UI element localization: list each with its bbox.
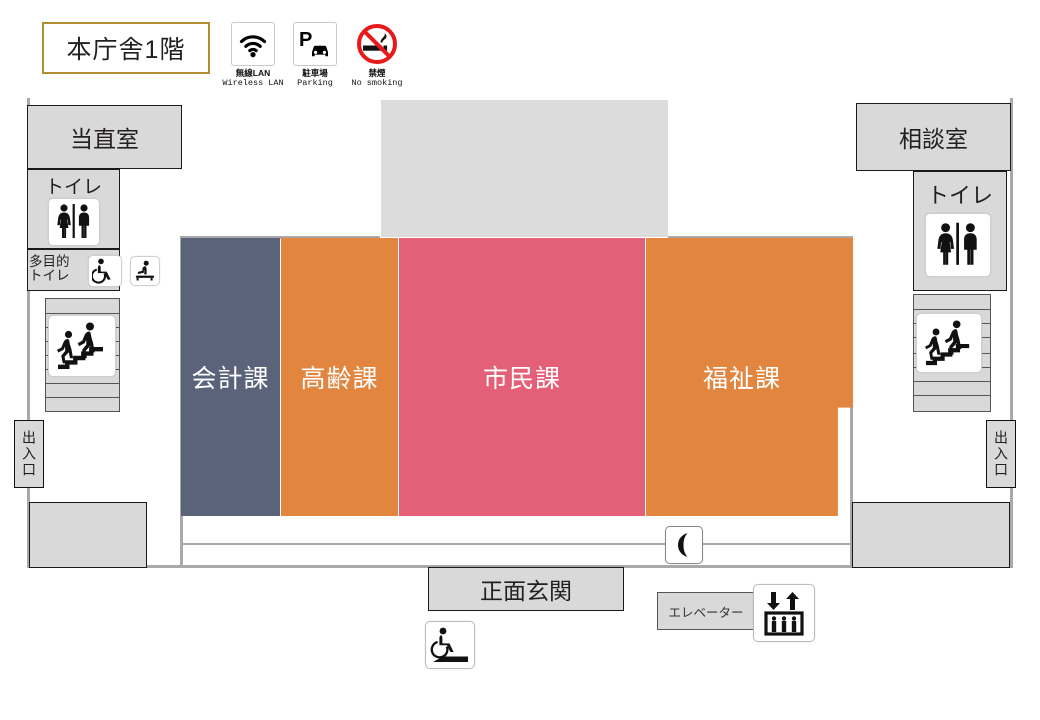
page-title-text: 本庁舎1階 xyxy=(66,36,186,64)
stairs-icon xyxy=(48,315,116,377)
dept-elderly-label: 高齢課 xyxy=(300,365,379,393)
stairs-icon xyxy=(916,313,982,373)
restroom-icon xyxy=(48,198,100,246)
parking-icon: P xyxy=(293,22,337,66)
multipurpose-toilet-label-wrap: 多目的 トイレ xyxy=(29,254,77,284)
svg-text:P: P xyxy=(299,29,312,51)
wheelchair-ramp-icon xyxy=(425,621,475,669)
exit-right-label: 出入口 xyxy=(993,430,1009,478)
wall-corridor-top-left xyxy=(180,236,380,239)
elevator-icon xyxy=(753,584,815,642)
wall-inner-bottom xyxy=(180,543,853,545)
dept-welfare-label-wrap: 福祉課 xyxy=(646,238,838,516)
dept-welfare-label: 福祉課 xyxy=(702,365,781,393)
baby-changing-icon xyxy=(130,256,160,286)
dept-elderly[interactable]: 高齢課 xyxy=(281,238,398,516)
restroom-icon xyxy=(925,213,991,277)
legend-label-jp: 禁煙 xyxy=(368,68,386,78)
dept-citizens-label: 市民課 xyxy=(482,365,561,393)
telephone-icon xyxy=(665,526,703,564)
main-entrance[interactable]: 正面玄関 xyxy=(428,567,624,611)
wifi-icon xyxy=(231,22,275,66)
toilet-right-label: トイレ xyxy=(926,183,993,208)
wheelchair-icon xyxy=(88,255,122,287)
dept-accounting-label: 会計課 xyxy=(191,365,270,393)
corner-block-left xyxy=(29,502,147,568)
legend-item-parking: P 駐車場 Parking xyxy=(283,22,347,89)
corner-block-right xyxy=(852,502,1010,568)
toilet-left-label: トイレ xyxy=(44,177,102,198)
legend-caption: 無線LAN Wireless LAN xyxy=(222,68,284,89)
main-entrance-label: 正面玄関 xyxy=(480,578,572,604)
no-smoking-icon xyxy=(355,22,399,66)
wall-corridor-top-right xyxy=(668,236,853,239)
atrium-block xyxy=(381,100,668,237)
room-duty: 当直室 xyxy=(27,105,182,169)
wall-outer-right xyxy=(1010,98,1013,568)
multipurpose-toilet-label-line2: トイレ xyxy=(29,268,70,284)
wall-bottom xyxy=(27,565,1013,568)
multipurpose-toilet-label-line1: 多目的 xyxy=(29,254,70,269)
elevator-label: エレベーター xyxy=(668,605,744,620)
legend-caption: 駐車場 Parking xyxy=(297,68,333,89)
toilet-left-label-wrap: トイレ xyxy=(27,172,120,199)
room-consultation-label: 相談室 xyxy=(899,126,968,152)
legend-label-jp: 無線LAN xyxy=(235,68,271,78)
legend-label-en: Wireless LAN xyxy=(222,77,284,88)
exit-left[interactable]: 出入口 xyxy=(14,420,44,488)
legend-label-jp: 駐車場 xyxy=(302,68,328,78)
legend-item-wireless-lan: 無線LAN Wireless LAN xyxy=(221,22,285,89)
exit-right[interactable]: 出入口 xyxy=(986,420,1016,488)
page-title: 本庁舎1階 xyxy=(42,22,210,74)
elevator-callout: エレベーター xyxy=(657,592,755,630)
dept-citizens[interactable]: 市民課 xyxy=(399,238,645,516)
toilet-right-label-wrap: トイレ xyxy=(913,178,1007,210)
room-duty-label: 当直室 xyxy=(70,126,139,152)
legend-item-no-smoking: 禁煙 No smoking xyxy=(345,22,409,89)
dept-welfare[interactable] xyxy=(646,238,853,516)
room-consultation: 相談室 xyxy=(856,103,1011,171)
legend-caption: 禁煙 No smoking xyxy=(351,68,403,89)
legend-label-en: Parking xyxy=(297,77,333,88)
dept-accounting[interactable]: 会計課 xyxy=(181,238,280,516)
legend-label-en: No smoking xyxy=(351,77,403,88)
wall-outer-left xyxy=(27,98,30,568)
exit-left-label: 出入口 xyxy=(21,430,37,478)
